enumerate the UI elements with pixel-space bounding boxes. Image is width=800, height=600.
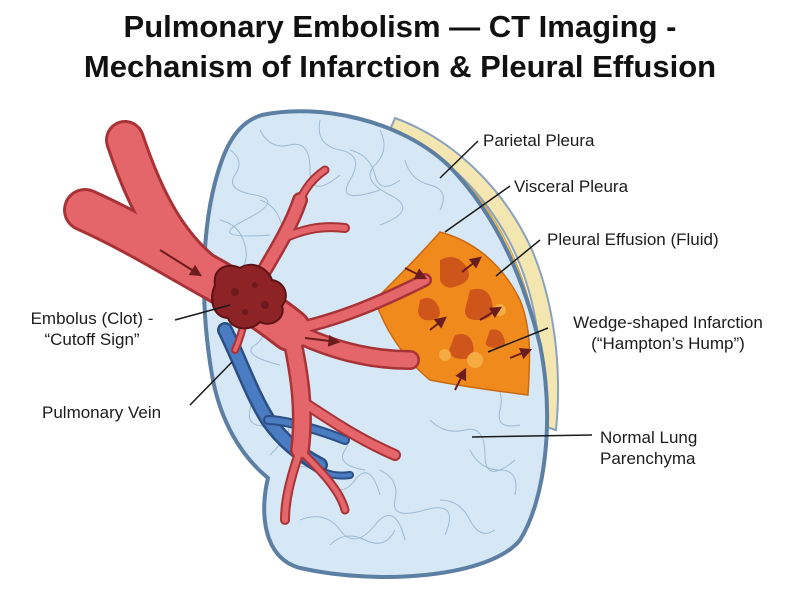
label-pulmonary-vein: Pulmonary Vein xyxy=(42,403,162,422)
blood-flow-arrows xyxy=(159,249,341,347)
label-embolus: Embolus (Clot) - “Cutoff Sign” xyxy=(12,308,172,350)
label-embolus-line-2: “Cutoff Sign” xyxy=(44,330,140,349)
label-parietal-pleura: Parietal Pleura xyxy=(483,131,595,150)
clot-texture xyxy=(231,282,269,315)
infarction-hemorrhage-spots xyxy=(418,256,505,359)
label-wedge-line-2: (“Hampton’s Hump”) xyxy=(591,334,745,353)
label-normal-line-1: Normal Lung xyxy=(600,428,698,447)
effusion-arrows xyxy=(404,256,533,391)
embolus-clot xyxy=(211,263,287,330)
label-normal-line-2: Parenchyma xyxy=(600,449,696,468)
label-wedge-infarction: Wedge-shaped Infarction (“Hampton’s Hump… xyxy=(553,312,783,354)
label-wedge-line-1: Wedge-shaped Infarction xyxy=(573,313,763,332)
leader-lines xyxy=(174,140,593,438)
label-normal-parenchyma: Normal Lung Parenchyma xyxy=(600,427,697,469)
title-line-1: Pulmonary Embolism — CT Imaging - xyxy=(123,9,677,44)
title-line-2: Mechanism of Infarction & Pleural Effusi… xyxy=(83,49,717,84)
label-pleural-effusion: Pleural Effusion (Fluid) xyxy=(547,230,719,249)
label-visceral-pleura: Visceral Pleura xyxy=(514,177,629,196)
label-embolus-line-1: Embolus (Clot) - xyxy=(30,309,154,328)
